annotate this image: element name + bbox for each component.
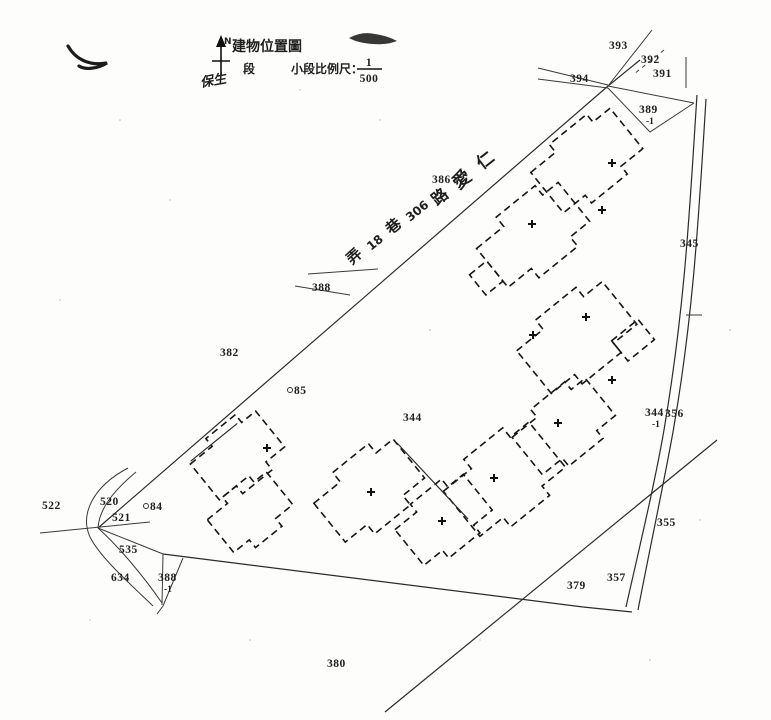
parcel-label: 392 xyxy=(641,54,660,66)
building-outline xyxy=(393,473,494,567)
building-solid-edge xyxy=(190,422,238,462)
parcel-label: 535 xyxy=(119,544,138,556)
road-name-char: 306 xyxy=(403,198,431,225)
parcel-label: 356 xyxy=(665,408,684,420)
parcel-label: 521 xyxy=(112,512,131,524)
building-outline xyxy=(468,259,505,297)
road-name-char: 巷 xyxy=(381,214,406,239)
southwest-wedge xyxy=(156,553,184,615)
building-outline xyxy=(610,318,656,363)
parcel-label: 388 xyxy=(312,282,331,294)
east-road-lines xyxy=(625,94,707,611)
road-name-char: 18 xyxy=(364,232,386,253)
building-outline xyxy=(510,377,617,476)
control-points: 84 85 xyxy=(143,385,307,513)
building-cluster-west xyxy=(189,409,294,554)
parcel-label: 355 xyxy=(657,517,676,529)
parcel-label-sub: -1 xyxy=(164,585,172,595)
boundary-lines xyxy=(39,29,718,713)
parcel-label: 389 xyxy=(639,104,658,116)
parcel-label: 380 xyxy=(327,658,346,670)
north-arrow-icon xyxy=(212,35,230,76)
building-outline xyxy=(312,437,426,544)
building-cluster-middle xyxy=(515,280,656,395)
road-name-char: 愛 xyxy=(448,165,476,193)
building-c1 xyxy=(312,437,426,544)
building-cluster-north xyxy=(468,107,644,297)
building-hatched xyxy=(442,420,567,538)
scale-label: 小段比例尺： xyxy=(291,61,363,76)
building-c4 xyxy=(510,377,617,476)
parcel-392-dashed-stub xyxy=(633,49,665,75)
building-outline-hatched xyxy=(442,420,567,538)
parcel-label: 388 xyxy=(158,572,177,584)
parcel-label: 345 xyxy=(680,238,699,250)
ink-smudge xyxy=(349,33,397,45)
buildings xyxy=(189,107,656,567)
parcel-label: 386 xyxy=(432,174,451,186)
parcel-389-wedge xyxy=(607,85,695,133)
parcel-label: 382 xyxy=(220,347,239,359)
parcel-label: 344 xyxy=(645,407,664,419)
map-title: 建物位置圖 xyxy=(232,38,302,55)
road-name-char: 弄 xyxy=(343,245,366,268)
building-outline xyxy=(475,181,591,289)
road-south-edge-line xyxy=(97,59,641,529)
parcel-388-stubs xyxy=(294,268,379,296)
section-suffix: 段 xyxy=(243,61,256,76)
interior-wall-line xyxy=(396,442,469,520)
control-point-icon xyxy=(143,503,149,509)
southeast-diagonal xyxy=(384,439,718,713)
south-boundary xyxy=(162,553,633,613)
west-parcel-curves xyxy=(39,467,164,607)
parcel-label: 394 xyxy=(570,73,589,85)
parcel-label-sub: -1 xyxy=(646,117,654,127)
north-crossing-line xyxy=(607,29,653,87)
title-block: N 建物位置圖 保生 段 小段比例尺： 1 500 xyxy=(66,33,397,91)
building-outline xyxy=(515,280,638,395)
building-outline xyxy=(529,107,644,214)
building-outline xyxy=(189,409,286,501)
parcel-label: 379 xyxy=(567,580,586,592)
scale-fraction: 1 500 xyxy=(357,57,382,85)
road-name-char: 仁 xyxy=(472,147,498,174)
parcel-label: 520 xyxy=(100,496,119,508)
parcel-label: 344 xyxy=(403,412,422,424)
control-point-label: 84 xyxy=(150,501,163,513)
parcel-label-sub: -1 xyxy=(652,420,660,430)
building-outline xyxy=(206,470,294,554)
scan-speckles xyxy=(59,89,731,661)
parcel-label: 357 xyxy=(607,572,626,584)
control-point-icon xyxy=(287,387,293,393)
north-letter: N xyxy=(224,37,232,47)
parcel-label: 634 xyxy=(111,572,130,584)
scale-denominator: 500 xyxy=(360,73,379,85)
road-name-char: 路 xyxy=(428,184,453,209)
parcel-394-lines xyxy=(537,67,609,89)
building-c2 xyxy=(393,473,494,567)
parcel-label: 391 xyxy=(653,68,672,80)
parcel-label: 522 xyxy=(42,500,61,512)
building-center-marks xyxy=(263,159,616,525)
section-name-handwritten: 保生 xyxy=(199,70,229,91)
parcel-label: 393 xyxy=(609,40,628,52)
control-point-label: 85 xyxy=(294,385,307,397)
pen-scribble xyxy=(66,44,108,70)
scale-numerator: 1 xyxy=(366,57,372,69)
